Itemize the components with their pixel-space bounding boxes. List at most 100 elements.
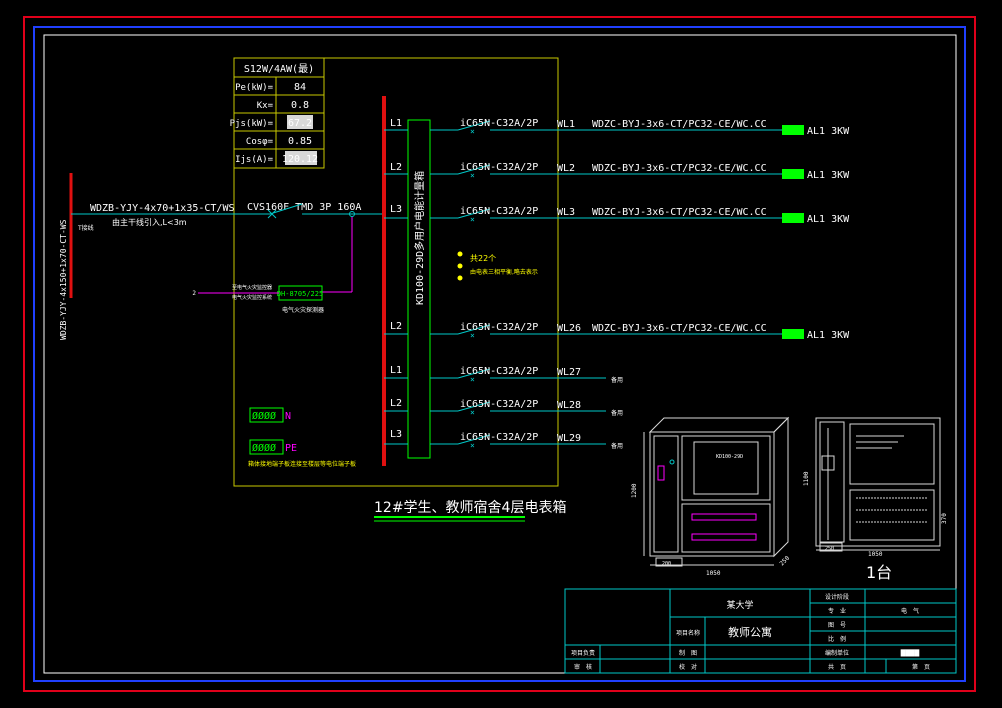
grounding-note: 箱体接地端子板连接至楼层等电位端子板 xyxy=(248,460,356,468)
cabinet-quantity: 1台 xyxy=(866,563,892,582)
circuit-row: × L2 iC65N-C32A/2P WL26 WDZC-BYJ-3x6-CT/… xyxy=(384,321,850,341)
cabinet-front-label: KD100-29D xyxy=(716,454,743,460)
internal-side-dim: 370 xyxy=(941,513,948,524)
page-label: 第 页 xyxy=(912,663,930,671)
incoming-cable-label: WDZB-YJY-4x70+1x35-CT/WS xyxy=(90,203,235,214)
inner-frame-blue xyxy=(33,26,966,682)
circuit-id: WL2 xyxy=(557,163,575,174)
circuit-phase: L3 xyxy=(390,204,402,215)
project-lead-label: 项目负责 xyxy=(571,649,595,657)
internal-width-dim: 1050 xyxy=(868,551,883,558)
detector-left-label-1: 至电气火灾监控器 xyxy=(232,284,272,291)
circuit-row: × L3 iC65N-C32A/2P WL3 WDZC-BYJ-3x6-CT/P… xyxy=(384,204,850,225)
circuit-breaker: iC65N-C32A/2P xyxy=(460,399,538,410)
circuit-cable: WDZC-BYJ-3x6-CT/PC32-CE/WC.CC xyxy=(592,323,767,334)
svg-text:×: × xyxy=(470,441,475,450)
circuit-id: WL3 xyxy=(557,207,575,218)
circuit-row: × L1 iC65N-C32A/2P WL27 备用 xyxy=(384,365,623,384)
cabinet-front-view: KD100-29D 1200 1050 200 250 xyxy=(631,416,791,577)
circuit-load: 备用 xyxy=(611,409,623,417)
circuit-cable: WDZC-BYJ-3x6-CT/PC32-CE/WC.CC xyxy=(592,119,767,130)
draw-label: 制 图 xyxy=(679,649,697,657)
circuit-row: × L2 iC65N-C32A/2P WL28 备用 xyxy=(384,398,623,417)
cabinet-internal-view: 1100 370 1050 250 1台 xyxy=(803,417,948,582)
neutral-terminal-label: N xyxy=(285,411,291,422)
load-table-label: Cosφ= xyxy=(246,137,274,147)
circuit-breaker: iC65N-C32A/2P xyxy=(460,432,538,443)
load-table: S12W/4AW(最) Pe(kW)= 84 Kx= 0.8 Pjs(kW)= … xyxy=(230,57,325,169)
drawing-title: 12#学生、教师宿舍4层电表箱 xyxy=(374,499,566,516)
svg-text:×: × xyxy=(470,171,475,180)
drawing-border xyxy=(43,34,957,674)
panel-outline xyxy=(233,57,559,487)
svg-text:×: × xyxy=(470,215,475,224)
omitted-note: 由电表三相平衡,略去表示 xyxy=(470,268,538,276)
detector-left-label-2: 电气火灾监控系统 xyxy=(232,294,272,301)
load-table-label: Pe(kW)= xyxy=(235,83,274,93)
major-value: 电 气 xyxy=(901,607,919,615)
check-label: 校 对 xyxy=(679,663,697,671)
project-name-label: 项目名称 xyxy=(676,629,700,637)
cabinet-small-dim: 200 xyxy=(662,561,671,567)
circuit-cable: WDZC-BYJ-3x6-CT/PC32-CE/WC.CC xyxy=(592,207,767,218)
project-name: 教师公寓 xyxy=(728,625,772,639)
terminal-blocks: ØØØØ N ØØØØ PE 箱体接地端子板连接至楼层等电位端子板 xyxy=(248,407,356,468)
circuit-phase: L1 xyxy=(390,365,402,376)
circuit-id: WL1 xyxy=(557,119,575,130)
circuit-breaker: iC65N-C32A/2P xyxy=(460,118,538,129)
svg-text:×: × xyxy=(470,408,475,417)
load-table-value: 67.2 xyxy=(288,118,312,129)
review-label: 审 核 xyxy=(574,663,592,671)
circuit-load: AL1 3KW xyxy=(807,126,850,137)
omitted-count: 共22个 xyxy=(470,254,496,263)
circuit-id: WL29 xyxy=(557,433,581,444)
circuit-phase: L3 xyxy=(390,429,402,440)
circuit-phase: L2 xyxy=(390,398,402,409)
load-table-value: 84 xyxy=(294,82,306,93)
outer-frame xyxy=(23,16,976,692)
circuit-load: AL1 3KW xyxy=(807,214,850,225)
pe-terminal-label: PE xyxy=(285,443,297,454)
circuit-id: WL27 xyxy=(557,367,581,378)
detector-caption: 电气火灾探测器 xyxy=(282,306,324,314)
svg-text:ØØØØ: ØØØØ xyxy=(252,410,276,422)
drawing-no-label: 图 号 xyxy=(828,622,846,629)
t-junction-label: T接线 xyxy=(77,224,94,232)
circuit-breaker: iC65N-C32A/2P xyxy=(460,206,538,217)
svg-text:×: × xyxy=(470,375,475,384)
incoming-note: 由主干线引入,L<3m xyxy=(112,217,187,227)
circuit-breaker: iC65N-C32A/2P xyxy=(460,162,538,173)
load-table-value: 0.85 xyxy=(288,136,312,147)
main-breaker-label: CVS160F TMD 3P 160A xyxy=(247,202,361,213)
internal-small-dim: 250 xyxy=(825,546,834,552)
outgoing-circuits: × L1 iC65N-C32A/2P WL1 WDZC-BYJ-3x6-CT/P… xyxy=(384,118,850,450)
svg-text:×: × xyxy=(470,127,475,136)
circuit-row: × L1 iC65N-C32A/2P WL1 WDZC-BYJ-3x6-CT/P… xyxy=(384,118,850,137)
circuit-id: WL26 xyxy=(557,323,581,334)
circuit-row: × L2 iC65N-C32A/2P WL2 WDZC-BYJ-3x6-CT/P… xyxy=(384,162,850,181)
circuit-id: WL28 xyxy=(557,400,581,411)
meter-box-label: KD100-29D多用户电能计量箱 xyxy=(413,171,426,305)
svg-text:×: × xyxy=(470,331,475,340)
meter-box xyxy=(407,119,431,459)
main-breaker: CVS160F TMD 3P 160A xyxy=(247,202,384,219)
school-name: 某大学 xyxy=(726,599,753,611)
total-pages-label: 共 页 xyxy=(828,663,846,671)
detector-mark: 2 xyxy=(192,290,196,297)
load-table-value: 0.8 xyxy=(291,100,309,111)
cabinet-width-dim: 1050 xyxy=(706,570,721,577)
load-table-label: Pjs(kW)= xyxy=(230,119,274,129)
circuit-load: AL1 3KW xyxy=(807,330,850,341)
internal-height-dim: 1100 xyxy=(803,471,810,486)
load-table-title: S12W/4AW(最) xyxy=(244,63,314,75)
load-table-label: Ijs(A)= xyxy=(235,155,274,165)
circuit-phase: L2 xyxy=(390,162,402,173)
design-unit-value: ████ xyxy=(900,649,920,657)
fire-detector-branch: DH-8705/225 电气火灾探测器 2 至电气火灾监控器 电气火灾监控系统 xyxy=(192,217,353,314)
circuit-breaker: iC65N-C32A/2P xyxy=(460,366,538,377)
circuit-load: 备用 xyxy=(611,376,623,384)
omitted-meters-note: 共22个 由电表三相平衡,略去表示 xyxy=(457,251,538,281)
cabinet-depth-dim: 250 xyxy=(778,555,791,568)
